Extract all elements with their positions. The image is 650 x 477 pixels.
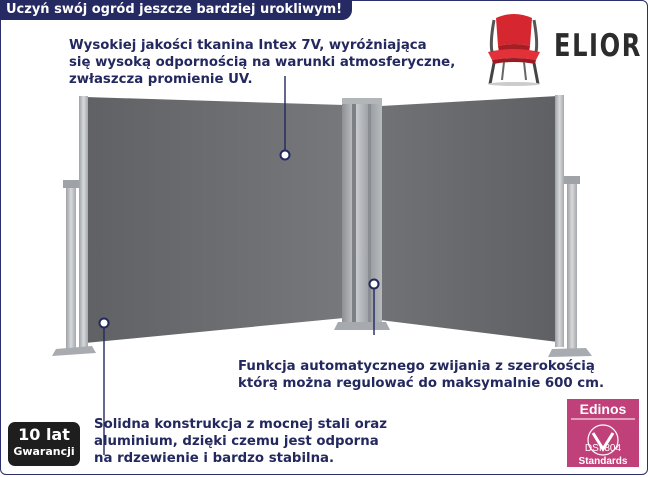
function-callout-line: którą można regulować do maksymalnie 600… <box>238 376 605 391</box>
certificate-code: DSI 804 <box>585 443 622 454</box>
construction-callout-line: aluminium, dzięki czemu jest odporna <box>94 434 379 449</box>
left-pull-bar <box>79 96 88 348</box>
function-callout: Funkcja automatycznego zwijania z szerok… <box>238 358 604 392</box>
warranty-badge: 10 lat Gwarancji <box>8 422 80 466</box>
promo-banner: Uczyń swój ogród jeszcze bardziej urokli… <box>0 0 353 20</box>
fabric-callout: Wysokiej jakości tkanina Intex 7V, wyróż… <box>69 37 455 88</box>
left-fabric-panel <box>85 97 344 343</box>
fabric-callout-line: się wysoką odpornością na warunki atmosf… <box>69 55 456 70</box>
warranty-years: 10 lat <box>18 425 70 444</box>
right-pull-bar <box>555 95 564 347</box>
function-marker-dot <box>368 278 380 290</box>
right-support-post <box>567 176 577 352</box>
certificate-badge: Edinos DSI 804 Standards <box>567 399 639 467</box>
fabric-marker-dot <box>279 149 291 161</box>
construction-callout-line: Solidna konstrukcja z mocnej stali oraz <box>94 417 387 432</box>
right-fabric-panel <box>380 96 558 342</box>
certificate-caption: Standards <box>579 456 628 467</box>
chair-icon <box>488 14 540 86</box>
fabric-callout-line: zwłaszcza promienie UV. <box>69 72 253 87</box>
function-callout-line: Funkcja automatycznego zwijania z szerok… <box>238 359 595 374</box>
left-support-post <box>66 180 76 350</box>
certificate-brand: Edinos <box>580 401 627 417</box>
brand-logo: ELIOR <box>482 12 640 86</box>
construction-marker-dot <box>98 317 110 329</box>
central-cassette <box>342 98 382 324</box>
construction-callout: Solidna konstrukcja z mocnej stali oraz … <box>94 416 387 467</box>
fabric-callout-line: Wysokiej jakości tkanina Intex 7V, wyróż… <box>69 38 427 53</box>
construction-callout-line: na rdzewienie i bardzo stabilna. <box>94 451 335 466</box>
brand-name: ELIOR <box>554 28 642 64</box>
warranty-label: Gwarancji <box>13 445 75 458</box>
